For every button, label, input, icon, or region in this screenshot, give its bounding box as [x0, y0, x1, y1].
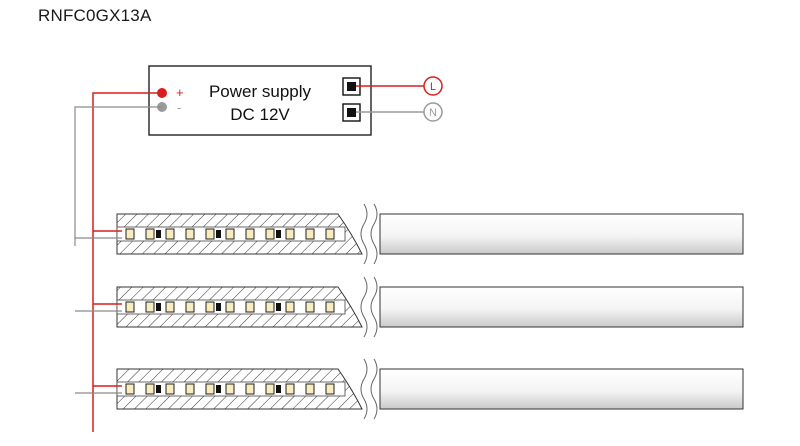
resistor — [216, 303, 221, 311]
break-mark — [370, 203, 378, 265]
positive-symbol: + — [176, 85, 184, 100]
led-chip — [125, 301, 135, 313]
positive-trunk-wire — [92, 92, 162, 432]
model-code: RNFC0GX13A — [38, 6, 152, 25]
led-chip — [165, 301, 175, 313]
led-chip — [285, 301, 295, 313]
power-supply-voltage: DC 12V — [230, 105, 290, 124]
resistor — [276, 303, 281, 311]
led-chip — [325, 301, 335, 313]
led-chip — [185, 301, 195, 313]
negative-trunk-wire — [74, 106, 162, 246]
live-terminal-marker — [423, 76, 443, 96]
resistor — [216, 385, 221, 393]
led-chip — [325, 383, 335, 395]
break-mark — [370, 276, 378, 338]
led-chip — [305, 301, 315, 313]
led-strip — [75, 358, 744, 420]
led-chip — [165, 383, 175, 395]
led-chip — [205, 228, 215, 240]
break-mark — [360, 358, 368, 420]
resistor — [276, 385, 281, 393]
led-chip — [185, 228, 195, 240]
led-strip — [75, 276, 744, 338]
led-chip — [225, 301, 235, 313]
strip-tube-section — [379, 368, 744, 410]
break-mark — [360, 276, 368, 338]
led-chip — [205, 383, 215, 395]
led-chip — [265, 383, 275, 395]
led-strip — [75, 203, 744, 265]
led-chip — [245, 228, 255, 240]
resistor — [276, 230, 281, 238]
led-chip — [225, 383, 235, 395]
power-supply-label: Power supply — [209, 82, 312, 101]
led-chip — [245, 383, 255, 395]
led-chip — [245, 301, 255, 313]
led-chip — [145, 228, 155, 240]
neutral-terminal-label: N — [429, 107, 437, 119]
led-chip — [325, 228, 335, 240]
power-supply-box — [148, 65, 372, 136]
strip-tube-section — [379, 286, 744, 328]
led-chip — [285, 228, 295, 240]
led-chip — [305, 228, 315, 240]
negative-symbol: - — [177, 100, 181, 115]
resistor — [216, 230, 221, 238]
led-chip — [125, 383, 135, 395]
led-strips — [75, 203, 744, 420]
led-chip — [265, 301, 275, 313]
power-supply: Power supply DC 12V + - — [148, 65, 372, 136]
led-chip — [265, 228, 275, 240]
led-chip — [185, 383, 195, 395]
led-chip — [225, 228, 235, 240]
live-terminal-screw — [347, 82, 356, 91]
led-chip — [125, 228, 135, 240]
break-mark — [360, 203, 368, 265]
neutral-terminal-screw — [347, 108, 356, 117]
led-chip — [165, 228, 175, 240]
strip-tube-section — [379, 213, 744, 255]
led-chip — [305, 383, 315, 395]
led-chip — [205, 301, 215, 313]
resistor — [156, 385, 161, 393]
led-chip — [145, 301, 155, 313]
break-mark — [370, 358, 378, 420]
led-chip — [145, 383, 155, 395]
resistor — [156, 230, 161, 238]
resistor — [156, 303, 161, 311]
live-terminal-label: L — [430, 81, 436, 93]
neutral-terminal-marker — [423, 102, 443, 122]
led-chip — [285, 383, 295, 395]
